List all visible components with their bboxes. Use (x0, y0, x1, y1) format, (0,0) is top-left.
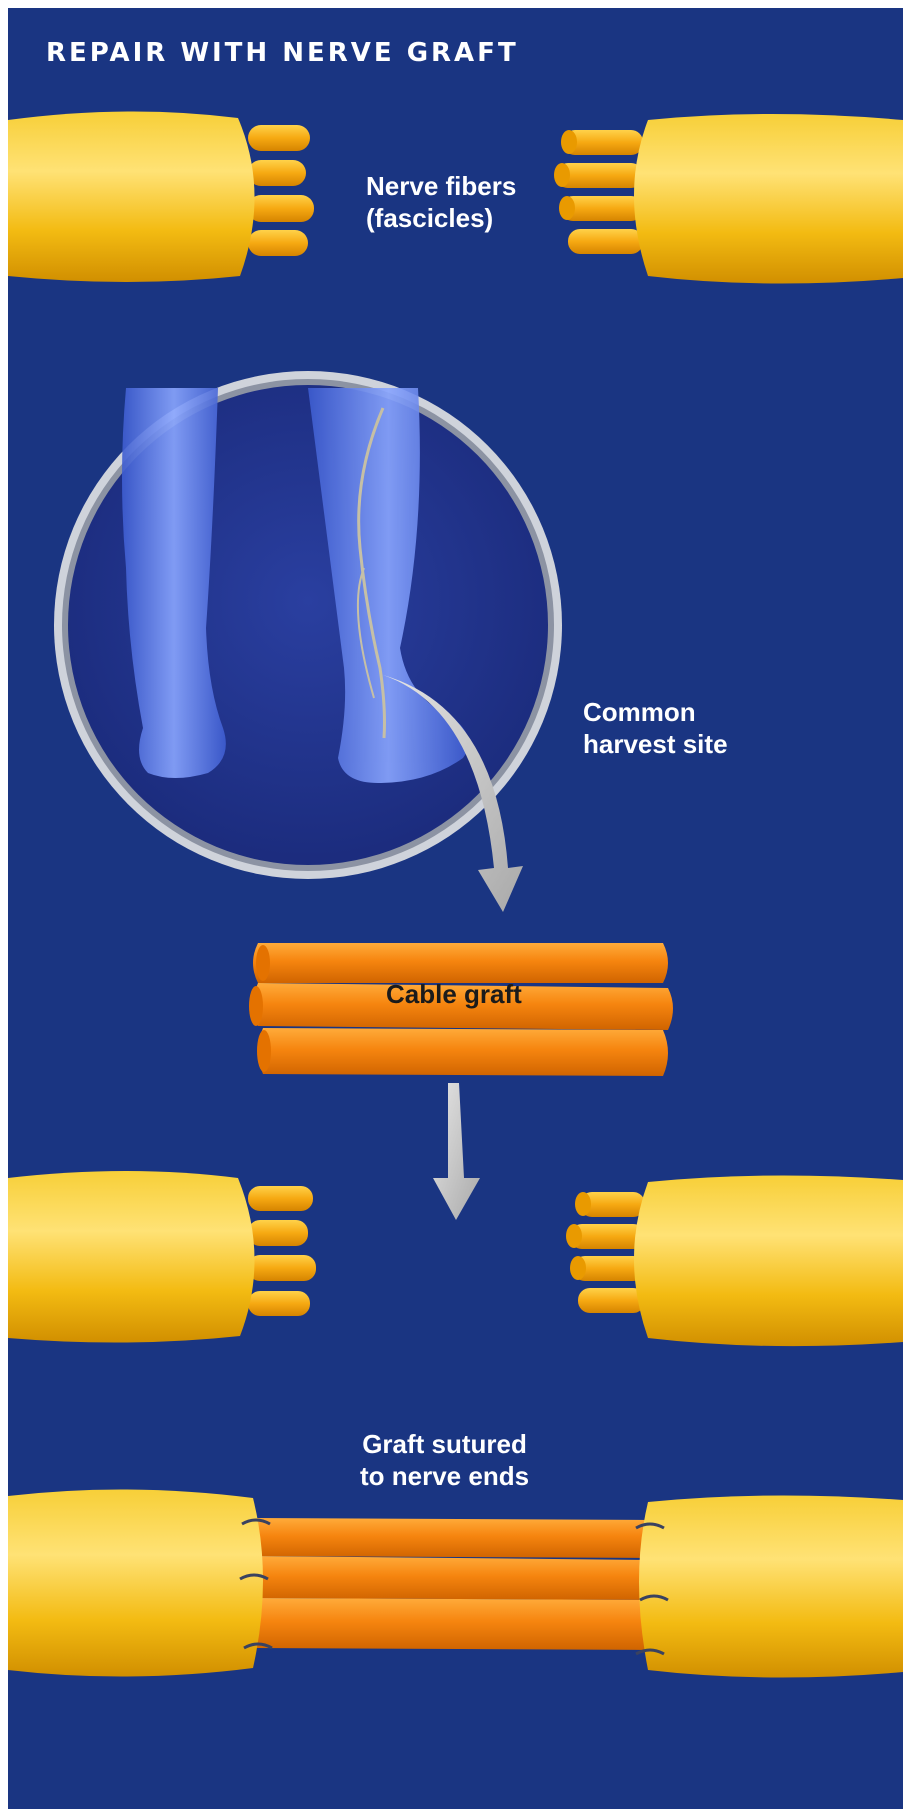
label-cable-graft: Cable graft (386, 978, 522, 1010)
straight-arrow-down (433, 1083, 480, 1220)
page-title: REPAIR WITH NERVE GRAFT (46, 38, 519, 68)
label-graft-sutured-line1: Graft sutured (360, 1428, 529, 1460)
label-harvest-site: Common harvest site (583, 696, 728, 760)
diagram-art (8, 8, 903, 1809)
diagram-canvas: REPAIR WITH NERVE GRAFT Nerve fibers (fa… (8, 8, 903, 1809)
label-graft-sutured-line2: to nerve ends (360, 1460, 529, 1492)
middle-nerve-left-stump (8, 1171, 316, 1343)
sutured-graft (8, 1489, 903, 1677)
top-nerve-left-stump (8, 111, 314, 282)
top-nerve-right-stump (554, 114, 903, 284)
label-nerve-fibers-line2: (fascicles) (366, 202, 516, 234)
label-harvest-site-line1: Common (583, 696, 728, 728)
label-nerve-fibers-line1: Nerve fibers (366, 170, 516, 202)
label-nerve-fibers: Nerve fibers (fascicles) (366, 170, 516, 234)
label-harvest-site-line2: harvest site (583, 728, 728, 760)
middle-nerve-right-stump (566, 1175, 903, 1346)
label-graft-sutured: Graft sutured to nerve ends (360, 1428, 529, 1492)
